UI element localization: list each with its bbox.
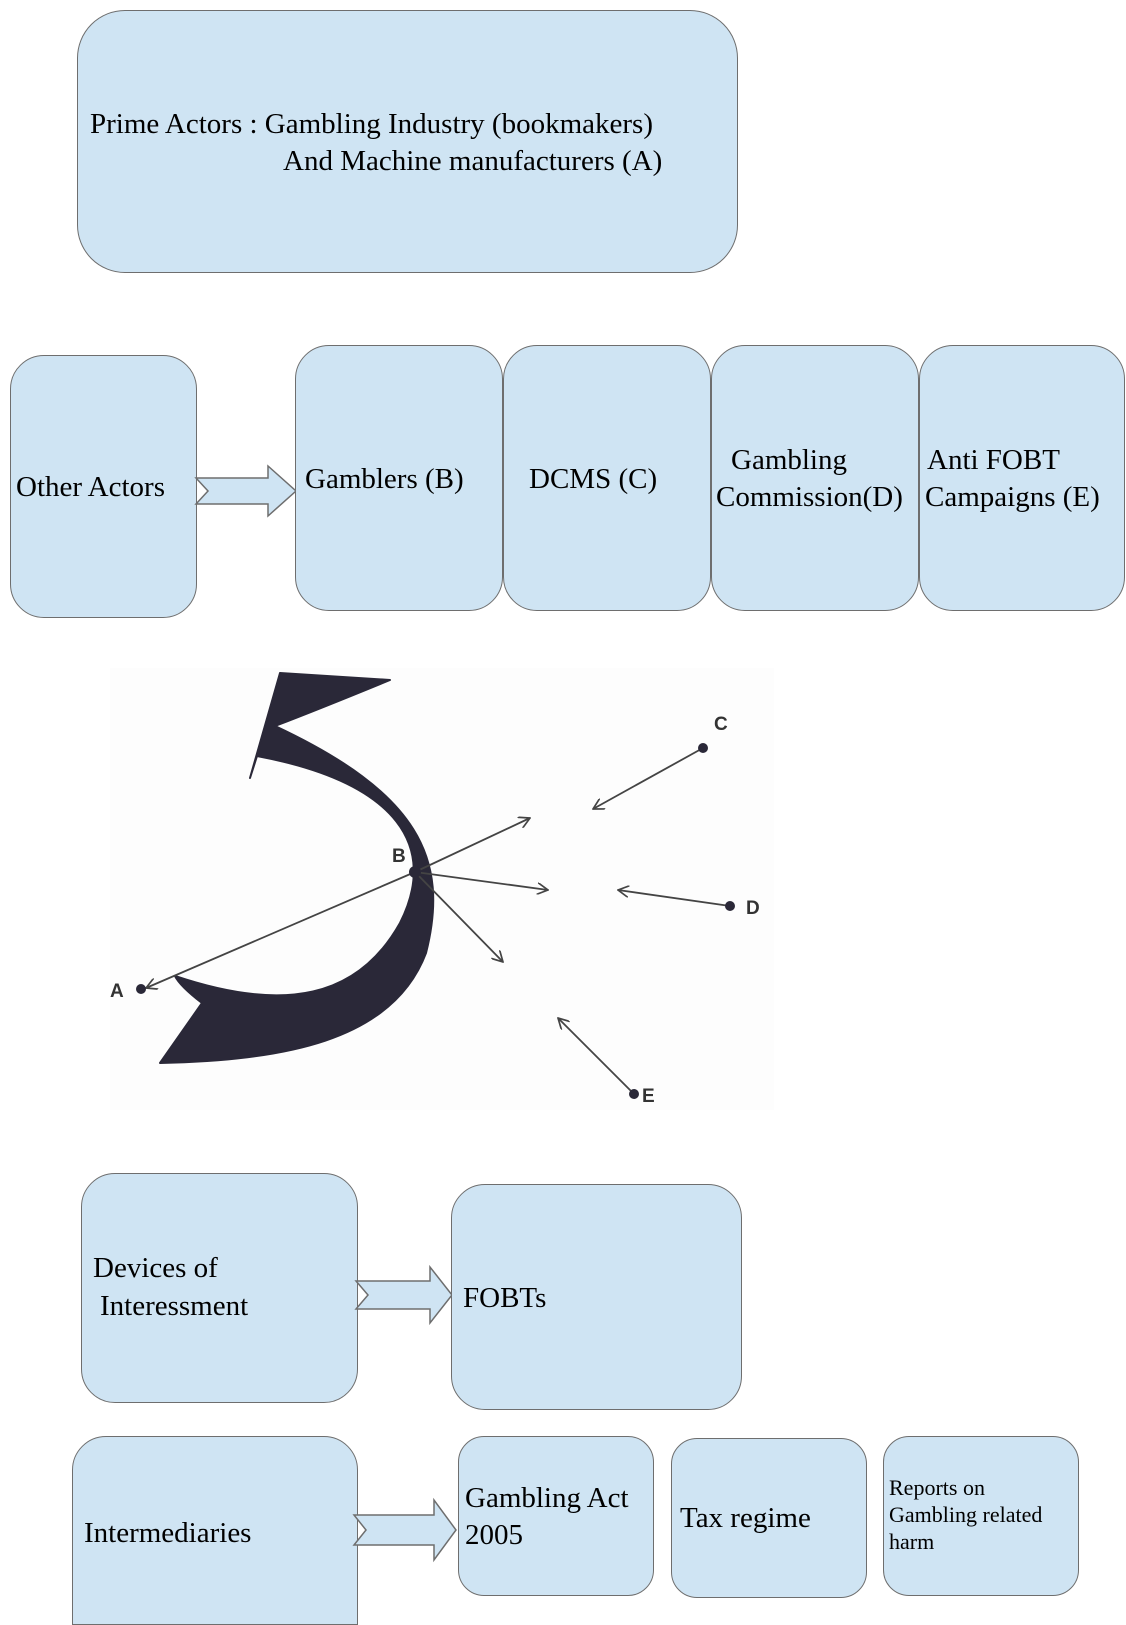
devices-arrow [354,1264,453,1326]
translation-figure: A B C D E [110,668,774,1110]
actor-box-gambling-commission [711,345,919,611]
intermediaries-arrow [352,1497,457,1563]
other-actors-label: Other Actors [16,471,165,503]
prime-actors-line2: And Machine manufacturers (A) [283,145,663,177]
actor-gambling-commission-line1: Gambling [731,444,847,476]
prime-actors-box [77,10,738,273]
node-d [725,901,735,911]
prime-actors-line1: Prime Actors : Gambling Industry (bookma… [90,108,653,140]
actor-anti-fobt-line2: Campaigns (E) [925,481,1100,513]
tax-regime-label: Tax regime [680,1502,811,1534]
actor-box-gamblers [295,345,503,611]
node-label-d: D [746,898,760,919]
gambling-act-line1: Gambling Act [465,1482,629,1514]
translation-diagram: A B C D E [110,672,760,1107]
actor-gambling-commission-line2: Commission(D) [716,481,903,513]
line-b-to-arc-lower [414,871,503,962]
node-label-a: A [110,981,124,1002]
reports-line1: Reports on [889,1475,985,1500]
node-label-b: B [392,846,406,867]
actor-dcms-label: DCMS (C) [529,463,658,495]
tax-regime-box [671,1438,867,1598]
reports-box [883,1436,1079,1596]
node-a [136,984,146,994]
devices-line1: Devices of [93,1252,218,1284]
gambling-act-box [458,1436,654,1596]
other-actors-box [10,355,197,618]
fobts-label: FOBTs [463,1282,547,1314]
line-b-to-arc-upper [414,818,530,873]
gambling-act-line2: 2005 [465,1519,523,1551]
line-b-to-arc-mid [414,871,548,890]
line-b-to-a [146,871,416,988]
line-c-to-arc [593,747,704,809]
node-label-c: C [714,714,728,735]
fobts-box [451,1184,742,1410]
reports-line3: harm [889,1529,935,1554]
line-d-to-arc [618,890,731,907]
devices-box [81,1173,358,1403]
curved-arrow-body [159,672,435,1064]
actor-box-anti-fobt [919,345,1125,611]
line-e-to-arc [558,1018,635,1095]
actor-box-dcms [503,345,711,611]
intermediaries-box [72,1436,358,1625]
node-c [698,743,708,753]
node-e [629,1089,639,1099]
actor-gamblers-label: Gamblers (B) [305,463,464,495]
node-label-e: E [642,1086,655,1107]
devices-line2: Interessment [100,1290,249,1322]
other-actors-arrow [194,464,298,518]
node-b [409,866,421,878]
reports-line2: Gambling related [889,1502,1043,1527]
actor-anti-fobt-line1: Anti FOBT [927,444,1060,476]
intermediaries-label: Intermediaries [84,1517,252,1549]
